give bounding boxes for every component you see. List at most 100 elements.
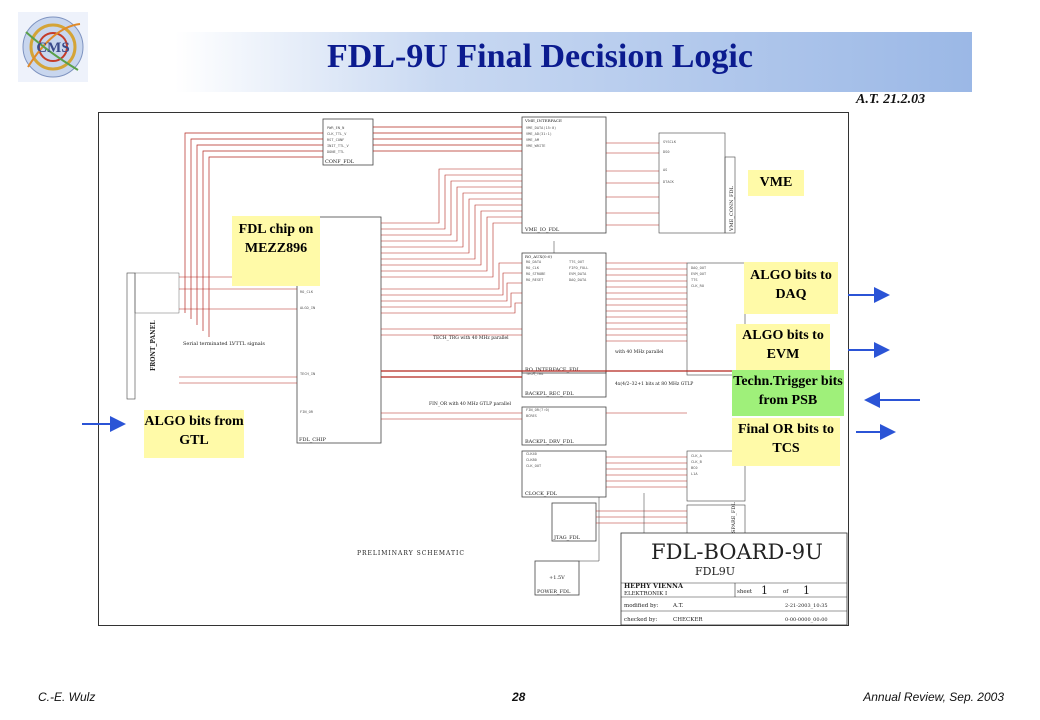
svg-text:CLK_OUT: CLK_OUT <box>526 464 542 468</box>
svg-text:DS0: DS0 <box>663 150 670 154</box>
of-label: of <box>783 589 789 595</box>
block-fdl-chip-label: FDL_CHIP <box>299 437 326 443</box>
algo-daq-note: ALGO bits to DAQ <box>744 262 838 314</box>
checked-by-label: checked by: <box>624 617 657 623</box>
svg-text:RO_DATA: RO_DATA <box>526 260 542 264</box>
block-vme-io-label: VME_IO_FDL <box>524 227 560 233</box>
svg-text:SYSCLK: SYSCLK <box>663 140 677 144</box>
svg-text:VME_AD(31:1): VME_AD(31:1) <box>526 132 552 136</box>
svg-text:RO_CLK: RO_CLK <box>300 290 314 294</box>
wires-vme-right <box>606 142 659 226</box>
svg-text:VME_DATA(15:0): VME_DATA(15:0) <box>526 126 556 130</box>
svg-text:TECH_IN: TECH_IN <box>300 372 315 376</box>
svg-text:TTS: TTS <box>691 278 698 282</box>
board-name: FDL-BOARD-9U <box>651 540 823 564</box>
techn-trigger-note: Techn.Trigger bits from PSB <box>732 370 844 416</box>
annotation-fin-or: FIN_OR with 40 MHz GTLP parallel <box>429 401 511 407</box>
algo-evm-note: ALGO bits to EVM <box>736 324 830 370</box>
block-jtag <box>551 502 597 542</box>
wires-ro-right <box>606 262 687 342</box>
block-ro-interface-label: RO_INTERFACE_FDL <box>525 367 581 373</box>
block-front-panel <box>126 272 136 400</box>
annotation-gtlp: 4x(4/2–32+1 bits at 80 MHz GTLP <box>615 380 693 387</box>
svg-text:EVM_DATA: EVM_DATA <box>569 272 587 276</box>
svg-text:FIN_OR: FIN_OR <box>300 410 314 414</box>
svg-text:DONE_TTL: DONE_TTL <box>327 150 344 154</box>
block-front-panel-label: FRONT_PANEL <box>150 320 157 371</box>
block-vme-conn-label: VME_CONN_FDL <box>729 185 735 232</box>
annotation-serial: Serial terminated LVTTL signals <box>183 341 265 347</box>
svg-text:DAQ_DATA: DAQ_DATA <box>569 278 587 282</box>
svg-text:CLK40: CLK40 <box>526 452 537 456</box>
vme-note: VME <box>748 170 804 196</box>
sheet-label: sheet <box>737 589 753 595</box>
block-spare-label: SPARE_FDL <box>731 502 737 533</box>
block-ro-right <box>686 262 746 376</box>
footer-page-number: 28 <box>512 690 526 704</box>
block-clock-right <box>686 450 746 502</box>
svg-text:CLK80: CLK80 <box>526 458 537 462</box>
block-ro-interface <box>521 252 607 374</box>
checked-date: 0-00-0000_00:00 <box>785 617 828 623</box>
wires-clock <box>596 456 687 524</box>
date-label: A.T. 21.2.03 <box>856 92 926 107</box>
svg-text:FIN_OR(7:0): FIN_OR(7:0) <box>526 408 550 412</box>
sheet-total: 1 <box>803 584 810 597</box>
svg-text:RO_RESET: RO_RESET <box>526 278 544 282</box>
org-name: HEPHY VIENNA <box>624 582 684 590</box>
modified-date: 2-21-2003_10:35 <box>785 603 828 609</box>
svg-text:PWR_EN_N: PWR_EN_N <box>327 126 344 130</box>
block-conf-fdl-label: CONF_FDL <box>325 159 355 165</box>
svg-text:VME_WRITE: VME_WRITE <box>526 144 545 148</box>
title-bar <box>0 32 972 92</box>
wires-chip-ro <box>381 262 522 336</box>
schematic-annotations: Serial terminated LVTTL signals TECH_TRG… <box>183 335 693 557</box>
svg-text:RO_CLK: RO_CLK <box>526 266 540 270</box>
svg-text:ALGO_IN: ALGO_IN <box>300 306 315 310</box>
svg-text:CLK_RO: CLK_RO <box>691 284 704 288</box>
svg-text:CLK_B: CLK_B <box>691 460 702 464</box>
cms-logo-text: CMS <box>36 40 69 56</box>
svg-text:AS: AS <box>663 168 667 172</box>
wires-chip-vme <box>381 168 522 278</box>
block-backpl-drv <box>521 406 607 446</box>
svg-text:CLK_TTL_V: CLK_TTL_V <box>327 132 347 136</box>
footer-event: Annual Review, Sep. 2003 <box>863 690 1004 704</box>
modified-name: A.T. <box>672 603 684 609</box>
svg-text:RST_CONF: RST_CONF <box>327 138 344 142</box>
sheet-num: 1 <box>761 584 768 597</box>
power-voltage: +1.5V <box>549 575 565 581</box>
fdl-chip-note: FDL chip on MEZZ896 <box>232 216 320 286</box>
checked-name: CHECKER <box>673 617 703 623</box>
block-clock-label: CLOCK_FDL <box>525 491 558 497</box>
svg-text:FIFO_FULL: FIFO_FULL <box>569 266 588 270</box>
svg-text:BCRES: BCRES <box>526 414 537 418</box>
schematic-diagram: CONF_FDL VME_INTERFACE VME_IO_FDL VME_CO… <box>98 112 849 626</box>
svg-text:TTS_OUT: TTS_OUT <box>569 260 585 264</box>
board-sub: FDL9U <box>695 565 735 578</box>
svg-text:L1A: L1A <box>691 472 698 476</box>
block-backpl-drv-label: BACKPL_DRV_FDL <box>525 439 574 445</box>
block-backpl-rec-label: BACKPL_REC_FDL <box>525 391 574 397</box>
footer-author: C.-E. Wulz <box>38 690 96 704</box>
block-front-panel-inner <box>134 272 180 314</box>
block-jtag-label: JTAG_FDL <box>553 535 581 541</box>
svg-text:TECH_TRG: TECH_TRG <box>526 372 543 376</box>
svg-text:INIT_TTL_V: INIT_TTL_V <box>327 144 349 148</box>
block-vme-conn <box>724 156 736 234</box>
page-title: FDL-9U Final Decision Logic <box>327 38 753 75</box>
block-ro-label: RO_AUX(0:0) <box>525 254 552 259</box>
algo-gtl-note: ALGO bits from GTL <box>144 410 244 458</box>
svg-text:EVM_OUT: EVM_OUT <box>691 272 707 276</box>
annotation-algo-parallel: with 40 MHz parallel <box>615 349 664 355</box>
final-or-note: Final OR bits to TCS <box>732 418 840 466</box>
svg-text:DAQ_OUT: DAQ_OUT <box>691 266 707 270</box>
wires-gtlp <box>381 370 745 378</box>
svg-text:CLK_A: CLK_A <box>691 454 703 458</box>
svg-text:RO_STROBE: RO_STROBE <box>526 272 545 276</box>
wires-conf <box>373 126 522 152</box>
block-vme-interface-label: VME_INTERFACE <box>524 118 562 123</box>
org-dept: ELEKTRONIK I <box>624 591 667 597</box>
block-fdl-chip <box>296 216 382 444</box>
